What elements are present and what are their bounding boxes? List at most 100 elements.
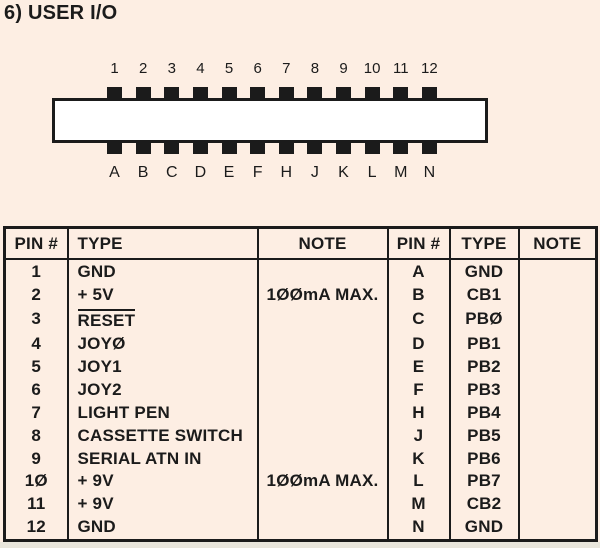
pin-contact-top [250,87,266,101]
pin-contact-top [307,87,323,101]
pin-letter-label: E [223,164,235,181]
pin-number-cell: 4 [3,332,69,356]
pin-type-cell: GND [448,259,520,284]
note-cell [256,259,389,284]
pin-number-cell: 8 [3,424,69,447]
pin-type-cell: + 9V [66,492,259,516]
note-cell: 1ØØmA MAX. [256,469,389,493]
note-cell [256,401,389,425]
note-cell [517,332,598,356]
note-cell [517,306,598,333]
pin-type-cell: CASSETTE SWITCH [66,424,259,447]
note-cell [517,492,598,516]
pin-number-label: 7 [282,60,291,77]
pin-number-label: 3 [167,60,176,77]
pin-letter-label: M [394,164,408,181]
pin-contact-top [135,87,151,101]
pin-letter-cell: A [386,259,451,284]
overline-signal-label: RESET [77,308,136,330]
pin-contact-bottom [393,140,409,154]
pin-type-cell: JOY1 [66,355,259,379]
pin-type-cell: + 5V [66,283,259,306]
pin-number-label: 2 [138,60,148,77]
pin-type-cell: PB7 [448,469,520,493]
pin-letter-label: F [252,164,263,181]
note-cell [256,306,389,333]
note-cell [517,378,598,402]
pin-contact-bottom [192,140,208,154]
note-cell [256,332,389,356]
pin-type-cell: + 9V [66,469,259,493]
pin-type-cell: PBØ [448,306,520,333]
pin-contact-bottom [336,140,351,154]
note-cell [517,259,598,284]
pin-contact-top [192,87,208,101]
note-cell [256,492,389,516]
pin-number-cell: 3 [3,306,69,333]
pin-type-cell: JOYØ [66,332,259,356]
pin-number-label: 9 [339,60,348,77]
pin-contact-top [107,87,122,101]
pin-letter-cell: K [386,447,451,470]
note-cell [517,283,598,306]
pin-letter-cell: D [386,332,451,356]
pin-contact-bottom [364,140,380,154]
pin-type-cell: GND [66,259,259,284]
pin-letter-label: K [338,164,349,181]
pin-type-cell: GND [448,515,520,541]
pin-type-cell: PB4 [448,401,520,425]
pin-type-cell: PB1 [448,332,520,356]
pin-letter-cell: C [386,306,451,333]
note-cell [517,424,598,447]
note-cell [256,424,389,447]
note-cell [517,447,598,470]
pin-letter-cell: E [386,355,451,379]
pin-number-cell: 7 [3,401,69,425]
pin-contact-bottom [221,140,237,154]
pin-number-label: 6 [253,60,262,77]
pin-type-cell: SERIAL ATN IN [66,447,259,470]
pin-type-cell: CB1 [448,283,520,306]
pin-number-cell: 11 [3,492,69,516]
pin-letter-cell: J [386,424,451,447]
pin-contact-bottom [107,140,122,154]
pin-contact-bottom [278,140,294,154]
connector-body [52,98,488,143]
pin-contact-top [278,87,294,101]
pin-contact-bottom [421,140,437,154]
note-cell [517,401,598,425]
pin-type-cell: RESET [66,306,259,333]
column-header: TYPE [448,227,520,260]
note-cell [517,355,598,379]
column-header: TYPE [66,227,259,260]
pin-letter-cell: L [386,469,451,493]
pin-contact-bottom [250,140,266,154]
pin-number-label: 12 [421,60,438,77]
pin-contact-bottom [164,140,180,154]
pin-number-label: 5 [224,60,234,77]
pin-number-cell: 1Ø [3,469,69,493]
pin-number-cell: 9 [3,447,69,470]
pin-number-label: 11 [392,60,409,77]
pin-letter-label: J [310,164,319,181]
pin-letter-label: C [165,164,178,181]
pin-number-label: 1 [110,60,119,77]
pin-type-cell: LIGHT PEN [66,401,259,425]
note-cell [517,469,598,493]
pin-letter-label: L [367,164,377,181]
pin-letter-label: B [137,164,149,181]
